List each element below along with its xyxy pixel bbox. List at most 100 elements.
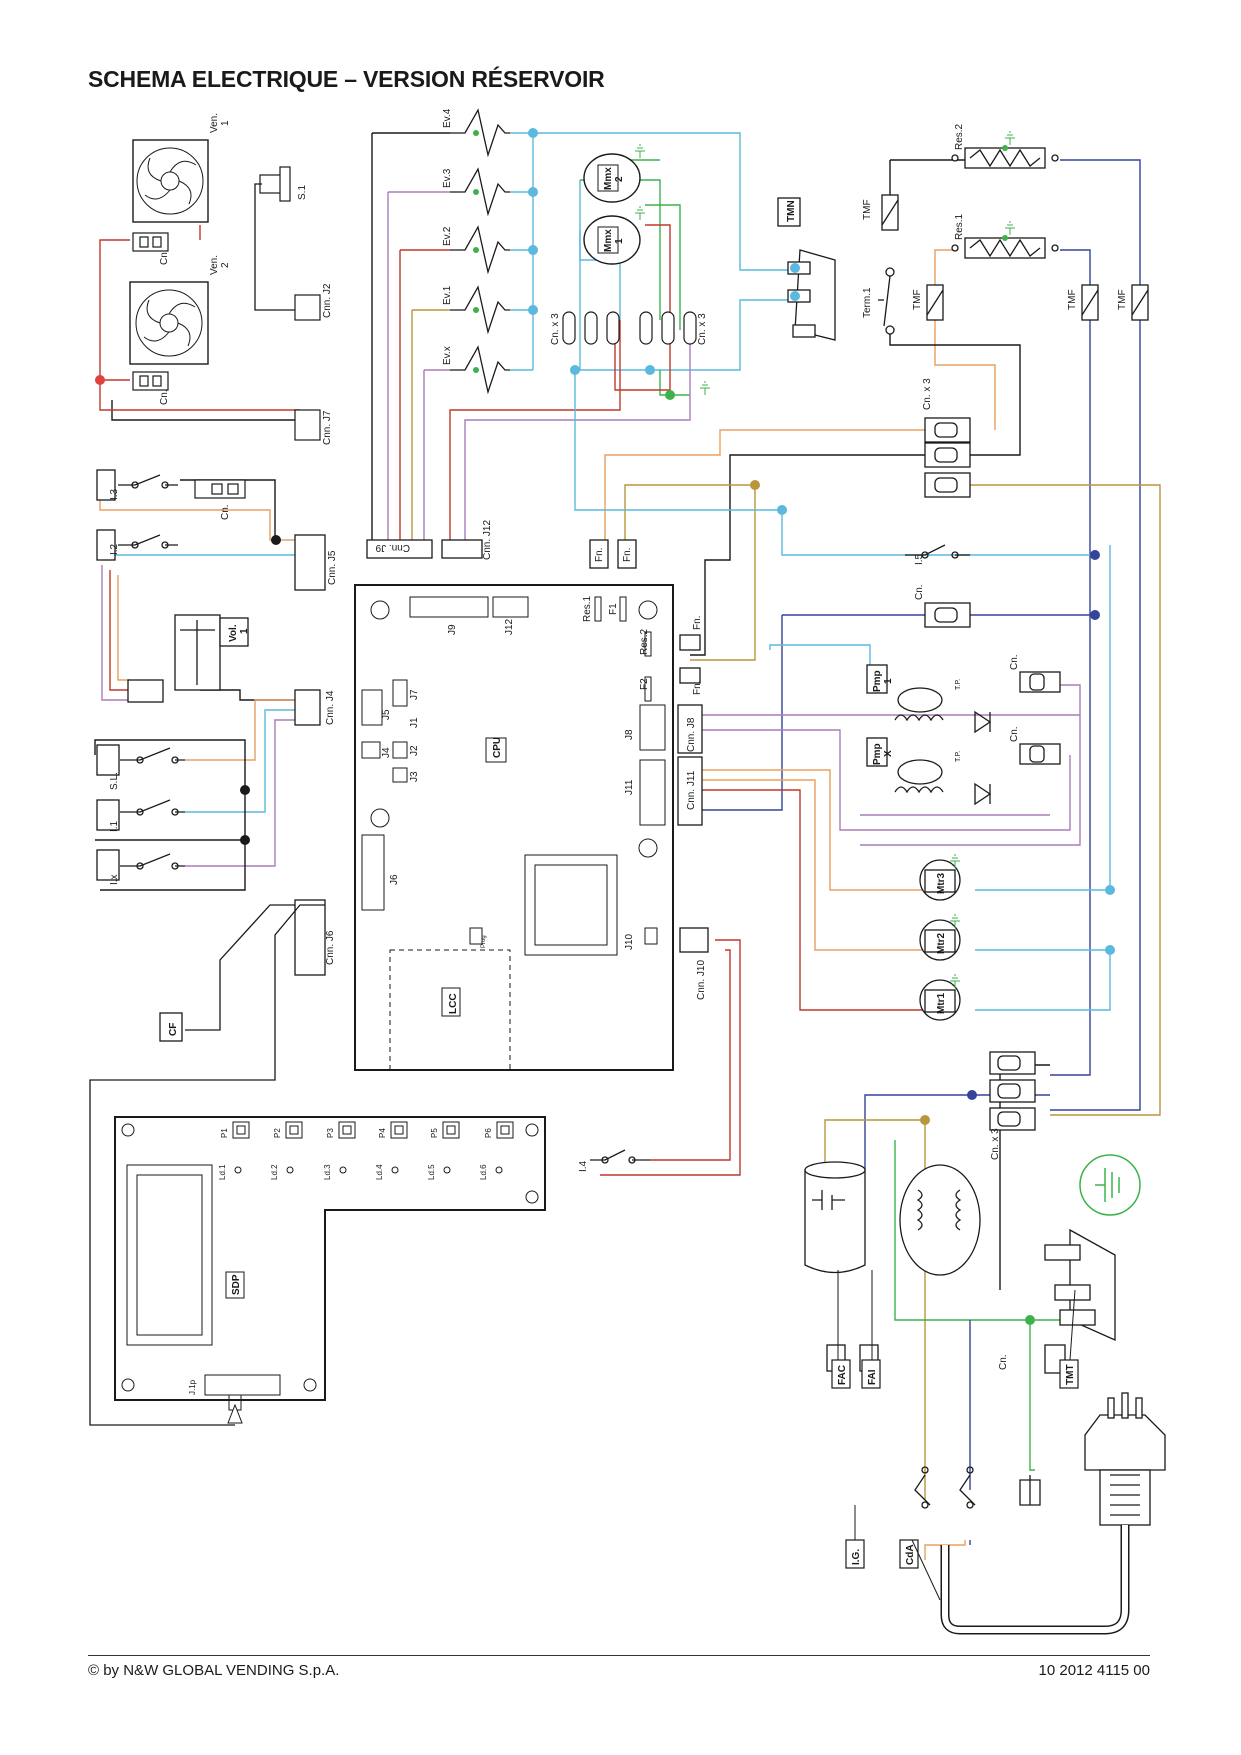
label-cnmj4: Cnn. J4 bbox=[325, 690, 336, 725]
label-cnmj5: Cnn. J5 bbox=[327, 550, 338, 585]
mixer-1 bbox=[583, 215, 641, 265]
label-cnmj11: Cnn. J11 bbox=[686, 770, 697, 810]
label-ev1: Ev.1 bbox=[442, 285, 453, 305]
label-tmf-4: TMF bbox=[1117, 289, 1128, 310]
label-j5: J5 bbox=[381, 709, 392, 720]
label-mmx1: Mmx bbox=[603, 229, 614, 252]
label-cn-fan2: Cn. bbox=[159, 389, 170, 405]
label-j1: J1 bbox=[409, 717, 420, 728]
label-tmf-2: TMF bbox=[912, 289, 923, 310]
label-res1b: Res.1 bbox=[582, 595, 593, 622]
label-f1: F1 bbox=[608, 603, 619, 615]
label-mtr3: Mtr3 bbox=[936, 872, 947, 894]
label-ev3: Ev.3 bbox=[442, 168, 453, 188]
label-cn-plug: Cn. bbox=[998, 1354, 1009, 1370]
label-evx: Ev.x bbox=[442, 346, 453, 365]
label-i4: I.4 bbox=[578, 1160, 589, 1172]
label-f2: F2 bbox=[639, 678, 650, 690]
label-fai: FAI bbox=[867, 1369, 878, 1385]
label-mmx2-num: 2 bbox=[614, 176, 625, 182]
label-ld3: Ld.3 bbox=[323, 1164, 332, 1180]
label-j11: J11 bbox=[624, 779, 635, 795]
label-res1: Res.1 bbox=[954, 213, 965, 240]
label-res2b: Res.2 bbox=[639, 628, 650, 655]
label-i3: I.3 bbox=[109, 488, 120, 500]
label-mtr2: Mtr2 bbox=[936, 932, 947, 954]
label-fn-4: Fn. bbox=[692, 681, 703, 695]
label-fac: FAC bbox=[837, 1365, 848, 1385]
label-fn-3: Fn. bbox=[692, 616, 703, 630]
label-ix: I.x bbox=[109, 874, 120, 885]
label-cnmj7: Cnn. J7 bbox=[322, 410, 333, 445]
label-cda: CdA bbox=[905, 1544, 916, 1565]
fan-2 bbox=[129, 281, 209, 365]
label-cnx3-left: Cn. x 3 bbox=[550, 313, 561, 345]
label-p3: P3 bbox=[326, 1128, 335, 1138]
label-cnmj8: Cnn. J8 bbox=[686, 717, 697, 752]
label-j6: J6 bbox=[389, 874, 400, 885]
cpu-board bbox=[354, 584, 674, 1071]
label-ld1: Ld.1 bbox=[218, 1164, 227, 1180]
label-cnmj10: Cnn. J10 bbox=[696, 960, 707, 1000]
label-sdp: SDP bbox=[231, 1274, 242, 1295]
footer-divider bbox=[88, 1655, 1150, 1656]
label-j3: J3 bbox=[409, 771, 420, 782]
label-fn-1: Fn. bbox=[594, 548, 605, 562]
mixer-2 bbox=[583, 153, 641, 203]
label-pmpx: Pmp bbox=[872, 743, 883, 765]
label-ven2-num: 2 bbox=[220, 262, 231, 268]
label-j2: J2 bbox=[409, 745, 420, 756]
label-p4: P4 bbox=[378, 1128, 387, 1138]
label-vol1-num: 1 bbox=[239, 628, 250, 634]
label-cn-i3: Cn. bbox=[220, 504, 231, 520]
label-cn-i5: Cn. bbox=[914, 584, 925, 600]
label-pmp1-num: 1 bbox=[883, 678, 894, 684]
fan-1 bbox=[132, 139, 209, 223]
label-tp2: T.P. bbox=[955, 751, 962, 762]
label-tmf-1: TMF bbox=[862, 199, 873, 220]
label-tmf-3: TMF bbox=[1067, 289, 1078, 310]
label-term1: Term.1 bbox=[862, 287, 873, 318]
label-cn-pmp1: Cn. bbox=[1009, 654, 1020, 670]
sdp-board bbox=[114, 1116, 546, 1424]
label-ven2: Ven. bbox=[209, 255, 220, 275]
label-i1: I.1 bbox=[109, 820, 120, 832]
label-ev2: Ev.2 bbox=[442, 226, 453, 246]
label-cnmj12: Cnn. J12 bbox=[482, 520, 493, 560]
label-cn-pmpx: Cn. bbox=[1009, 726, 1020, 742]
label-j8: J8 bbox=[624, 729, 635, 740]
label-fn-2: Fn. bbox=[622, 548, 633, 562]
footer-copyright: © by N&W GLOBAL VENDING S.p.A. bbox=[88, 1662, 340, 1679]
label-tmn: TMN bbox=[786, 200, 797, 222]
label-cnx3-br: Cn. x 3 bbox=[990, 1128, 1001, 1160]
label-cpu: CPU bbox=[492, 737, 503, 758]
label-j12: J12 bbox=[504, 618, 515, 635]
footer-code: 10 2012 4115 00 bbox=[1038, 1662, 1151, 1679]
label-p2: P2 bbox=[273, 1128, 282, 1138]
label-prog: Prog bbox=[481, 935, 487, 948]
label-res2: Res.2 bbox=[954, 123, 965, 150]
label-cnmj6: Cnn. J6 bbox=[325, 930, 336, 965]
label-pmp1: Pmp bbox=[872, 670, 883, 692]
label-mmx1-num: 1 bbox=[614, 238, 625, 244]
label-cnx3-tr: Cn. x 3 bbox=[922, 378, 933, 410]
label-i2: I.2 bbox=[109, 543, 120, 555]
label-j10: J10 bbox=[624, 933, 635, 950]
label-tmt: TMT bbox=[1065, 1364, 1076, 1385]
label-ld6: Ld.6 bbox=[479, 1164, 488, 1180]
label-p1: P1 bbox=[220, 1128, 229, 1138]
label-ld5: Ld.5 bbox=[427, 1164, 436, 1180]
page-title: SCHEMA ELECTRIQUE – VERSION RÉSERVOIR bbox=[88, 66, 605, 92]
label-p5: P5 bbox=[430, 1128, 439, 1138]
label-ven1: Ven. bbox=[209, 113, 220, 133]
label-cf: CF bbox=[168, 1023, 179, 1036]
label-j1p: J.1p bbox=[188, 1379, 197, 1395]
label-cnmj2: Cnn. J2 bbox=[322, 283, 333, 318]
label-j4: J4 bbox=[381, 747, 392, 758]
label-cnx3-right: Cn. x 3 bbox=[697, 313, 708, 345]
label-lcc: LCC bbox=[448, 993, 459, 1014]
label-s1: S.1 bbox=[297, 185, 308, 200]
label-cnmj9: Cnn. J9 bbox=[375, 542, 410, 553]
label-mmx2: Mmx bbox=[603, 167, 614, 190]
